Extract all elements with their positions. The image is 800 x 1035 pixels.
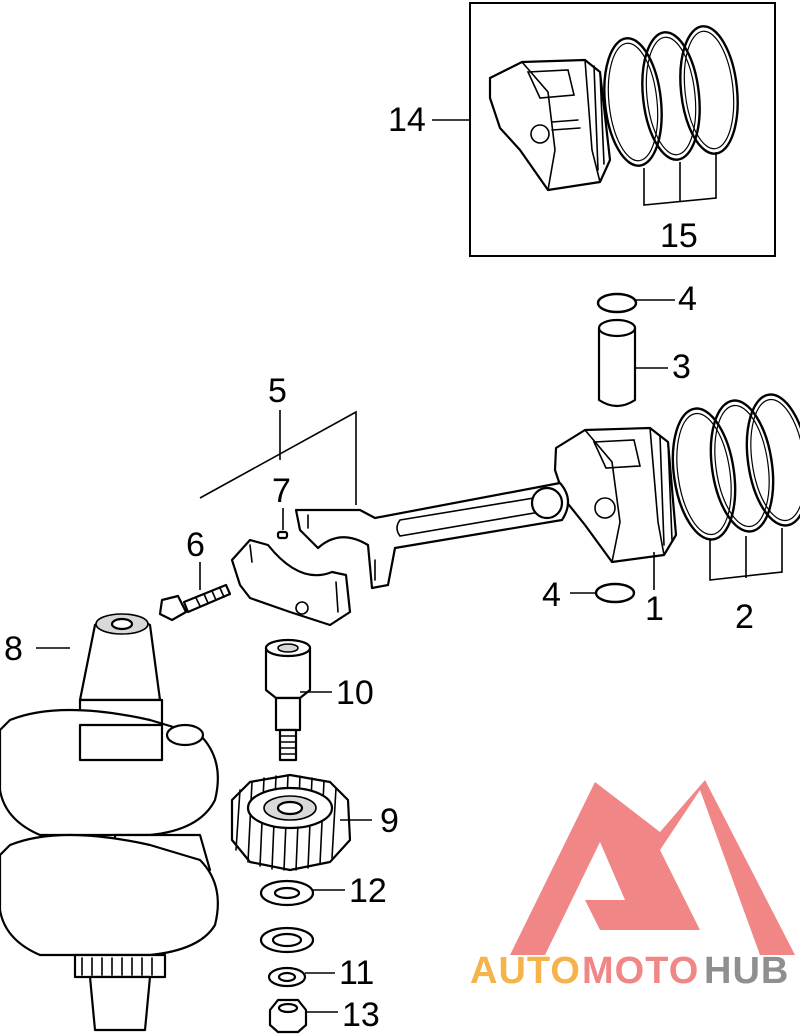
callout-4-lower: 4 bbox=[542, 576, 561, 614]
callout-5: 5 bbox=[268, 372, 287, 410]
gear-bolt bbox=[264, 638, 332, 762]
callout-11: 11 bbox=[339, 954, 374, 992]
rod-cap bbox=[230, 538, 352, 627]
connecting-rod bbox=[199, 410, 570, 590]
callout-13: 13 bbox=[342, 996, 380, 1034]
logo-text-auto: AUTO bbox=[470, 950, 581, 992]
washer-middle bbox=[259, 926, 315, 954]
callout-4-upper: 4 bbox=[678, 280, 697, 318]
callout-3: 3 bbox=[672, 348, 691, 386]
inset-piston bbox=[488, 58, 612, 192]
inset-frame bbox=[469, 2, 776, 257]
callout-9: 9 bbox=[380, 802, 399, 840]
piston-pin bbox=[597, 318, 668, 408]
automotohub-logo: AUTO MOTO HUB bbox=[470, 780, 795, 992]
pin-clip-upper bbox=[596, 292, 675, 314]
callout-14: 14 bbox=[388, 101, 426, 139]
pin-clip-lower bbox=[570, 582, 636, 604]
leader-15 bbox=[643, 152, 717, 206]
inset-ring-set bbox=[603, 25, 739, 167]
logo-text-hub: HUB bbox=[704, 950, 789, 992]
inset-piston-kit bbox=[432, 2, 776, 257]
callout-12: 12 bbox=[349, 872, 387, 910]
piston bbox=[553, 426, 678, 590]
callout-2: 2 bbox=[735, 598, 754, 636]
callout-6: 6 bbox=[186, 526, 205, 564]
callout-15: 15 bbox=[660, 217, 698, 255]
dowel-pin bbox=[276, 508, 289, 540]
callout-10: 10 bbox=[336, 674, 374, 712]
callout-8: 8 bbox=[4, 630, 23, 668]
washer-12 bbox=[259, 879, 345, 907]
rod-bolt bbox=[158, 562, 232, 622]
nut-13 bbox=[268, 998, 338, 1034]
crank-gear bbox=[230, 773, 372, 872]
piston-ring-set bbox=[671, 393, 800, 581]
crankshaft bbox=[0, 613, 219, 1032]
logo-text-moto: MOTO bbox=[582, 950, 699, 992]
callout-1: 1 bbox=[645, 590, 664, 628]
washer-11 bbox=[267, 966, 335, 988]
callout-7: 7 bbox=[272, 472, 291, 510]
